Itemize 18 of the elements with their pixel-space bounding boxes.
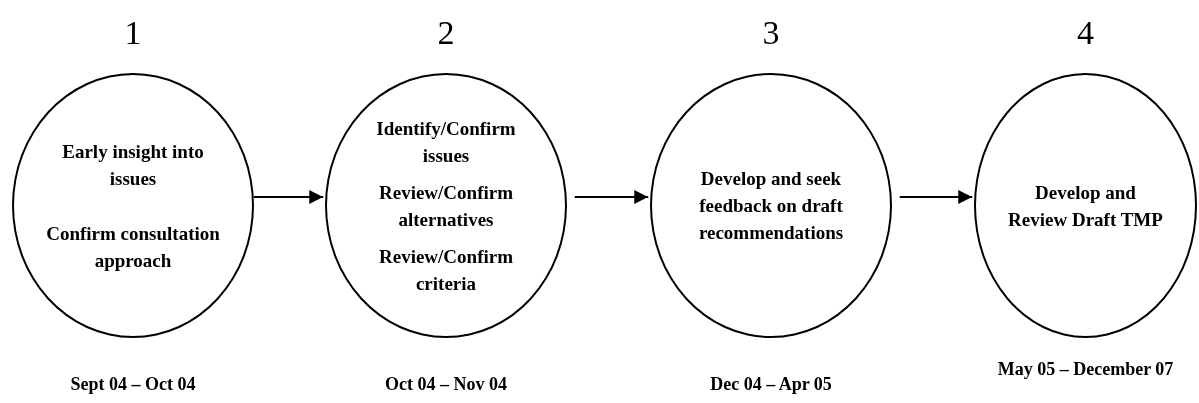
step-number: 2 xyxy=(436,14,456,52)
step-text: Review/Confirm criteria xyxy=(378,244,514,296)
step-number: 1 xyxy=(123,14,143,52)
step-text: Early insight into issues xyxy=(61,139,205,191)
step-text: Confirm consultation approach xyxy=(45,221,221,273)
step-text: Develop and seek feedback on draft recommendations xyxy=(697,167,845,245)
date-range: Sept 04 – Oct 04 xyxy=(69,373,197,395)
date-range: Dec 04 – Apr 05 xyxy=(709,373,833,395)
step-text: Identify/Confirm issues xyxy=(375,116,517,168)
date-range: May 05 – December 07 xyxy=(996,358,1175,380)
arrow xyxy=(898,190,974,204)
step-number: 3 xyxy=(761,14,781,52)
arrow xyxy=(252,190,325,204)
step-text: Review/Confirm alternatives xyxy=(378,180,514,232)
step-text: Develop and Review Draft TMP xyxy=(1007,180,1164,232)
date-range: Oct 04 – Nov 04 xyxy=(384,373,508,395)
step-number: 4 xyxy=(1076,14,1095,52)
arrow xyxy=(573,190,650,204)
